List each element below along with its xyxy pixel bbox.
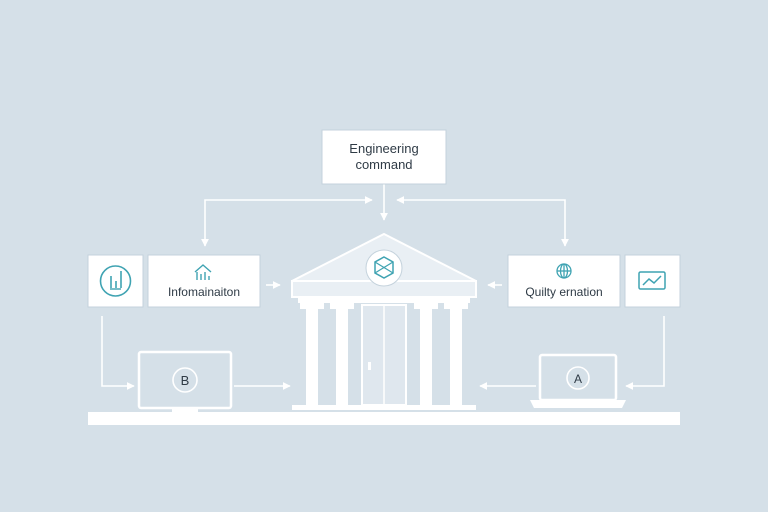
left-monitor-glyph: B bbox=[181, 373, 190, 388]
connector-top-left bbox=[201, 196, 373, 247]
connector-right-tile-to-laptop bbox=[625, 316, 665, 390]
top-box-line2: command bbox=[355, 157, 412, 172]
top-box-line1: Engineering bbox=[349, 141, 418, 156]
right-laptop: A bbox=[530, 353, 626, 408]
left-info-label: Infomainaiton bbox=[168, 285, 240, 299]
right-info-box[interactable]: Quilty ernation bbox=[507, 254, 621, 308]
left-icon-tile[interactable] bbox=[87, 254, 144, 308]
ground-base bbox=[88, 412, 680, 425]
right-icon-tile[interactable] bbox=[624, 254, 681, 308]
circle-b-icon: B bbox=[172, 367, 198, 393]
right-info-label: Quilty ernation bbox=[525, 285, 602, 299]
connector-top-right bbox=[396, 196, 569, 247]
connector-left-tile-to-monitor bbox=[101, 316, 135, 390]
circle-a-icon: A bbox=[566, 366, 590, 390]
right-laptop-glyph: A bbox=[574, 372, 582, 386]
circle-chart-icon bbox=[99, 265, 132, 297]
building-chart-icon bbox=[194, 264, 212, 280]
building-columns bbox=[300, 303, 468, 405]
left-monitor: B bbox=[137, 350, 233, 413]
globe-grid-icon bbox=[556, 263, 572, 279]
left-info-box[interactable]: Infomainaiton bbox=[147, 254, 261, 308]
building-door bbox=[361, 304, 407, 406]
top-box[interactable]: Engineering command bbox=[321, 129, 447, 185]
screen-chart-icon bbox=[638, 271, 666, 290]
connector-lines bbox=[101, 184, 665, 390]
building-step-top bbox=[292, 405, 476, 410]
hexagon-cube-icon bbox=[365, 249, 403, 287]
central-building bbox=[291, 232, 477, 410]
